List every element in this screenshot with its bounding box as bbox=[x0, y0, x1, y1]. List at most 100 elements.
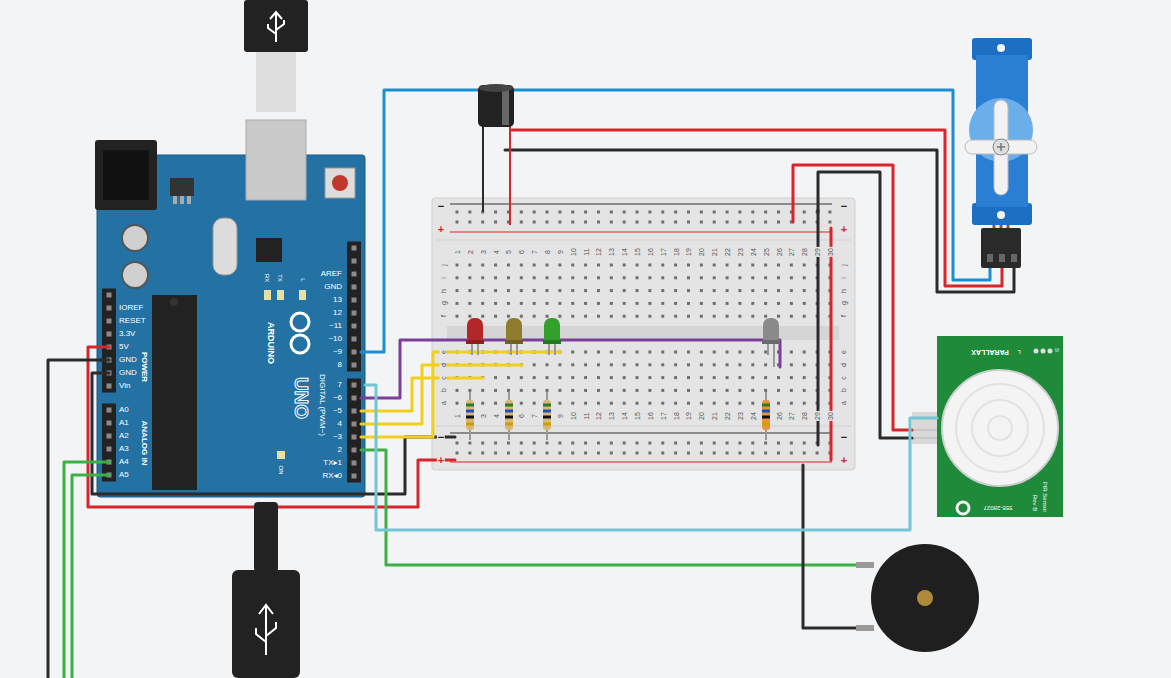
usb-plug bbox=[254, 502, 278, 572]
resistor-band bbox=[466, 423, 770, 426]
pin-label: GND bbox=[119, 369, 137, 377]
rail-sign: − bbox=[437, 201, 445, 212]
row-letter: f bbox=[440, 314, 447, 318]
row-letter: b bbox=[440, 387, 447, 393]
servo-connector-pin bbox=[987, 254, 993, 262]
column-number: 21 bbox=[711, 411, 718, 421]
row-letter: j bbox=[840, 263, 847, 267]
arduino-logo bbox=[291, 335, 309, 353]
row-letter: b bbox=[840, 387, 847, 393]
status-led bbox=[264, 290, 271, 300]
pin-label: IOREF bbox=[119, 304, 143, 312]
pin-label: A5 bbox=[119, 471, 129, 479]
column-number: 22 bbox=[724, 247, 731, 257]
column-number: 7 bbox=[531, 249, 538, 255]
usb-icon bbox=[256, 605, 276, 655]
column-number: 10 bbox=[569, 411, 576, 421]
servo-connector bbox=[981, 228, 1021, 268]
column-number: 26 bbox=[775, 411, 782, 421]
row-letter: d bbox=[840, 362, 847, 368]
pin-header bbox=[347, 242, 361, 372]
column-number: 20 bbox=[698, 411, 705, 421]
rail-sign: + bbox=[437, 455, 445, 466]
pin-label: AREF bbox=[321, 270, 342, 278]
reset-button bbox=[332, 175, 348, 191]
rail-sign: − bbox=[840, 432, 848, 443]
column-number: 22 bbox=[724, 411, 731, 421]
wire-a5 bbox=[72, 475, 109, 678]
pin-header bbox=[102, 289, 116, 393]
reset-button bbox=[325, 168, 355, 198]
arduino-board-drawing bbox=[95, 140, 365, 497]
pin-header bbox=[102, 289, 116, 393]
pin-label: ~3 bbox=[333, 433, 342, 441]
regulator-leg bbox=[173, 196, 177, 204]
row-letter: g bbox=[840, 300, 847, 306]
pin-label: L bbox=[300, 278, 306, 281]
column-number: 24 bbox=[749, 411, 756, 421]
column-number: 4 bbox=[492, 249, 499, 255]
board-capacitor bbox=[122, 225, 148, 251]
pin-label: ~10 bbox=[328, 335, 342, 343]
row-letter: h bbox=[840, 288, 847, 294]
pin-label: 4 bbox=[338, 420, 342, 428]
wire-led bbox=[361, 340, 780, 398]
board-marking: 555-28027 bbox=[984, 505, 1013, 511]
column-number: 16 bbox=[646, 247, 653, 257]
power-jack bbox=[103, 150, 149, 200]
column-number: 13 bbox=[608, 411, 615, 421]
breadboard-holes bbox=[451, 438, 837, 458]
pir-sensor-drawing bbox=[912, 336, 1063, 517]
servo-horn bbox=[994, 100, 1008, 195]
row-letter: d bbox=[440, 362, 447, 368]
column-number: 3 bbox=[479, 249, 486, 255]
column-number: 23 bbox=[736, 247, 743, 257]
wire-a4 bbox=[64, 462, 109, 678]
usb-chip bbox=[256, 238, 282, 262]
breadboard-trench bbox=[447, 326, 839, 340]
column-number: 6 bbox=[518, 249, 525, 255]
power-led bbox=[277, 451, 285, 459]
column-number: 23 bbox=[736, 411, 743, 421]
column-number: 2 bbox=[466, 249, 473, 255]
row-letter: c bbox=[440, 375, 447, 381]
column-number: 18 bbox=[672, 411, 679, 421]
microcontroller-chip bbox=[152, 295, 197, 490]
column-number: 1 bbox=[454, 249, 461, 255]
regulator-leg bbox=[180, 196, 184, 204]
rail-sign: − bbox=[840, 201, 848, 212]
row-letter: i bbox=[840, 276, 847, 280]
board-marking: PARALLAX bbox=[971, 349, 1009, 356]
pin-label: A4 bbox=[119, 458, 129, 466]
pin-label: ANALOG IN bbox=[140, 421, 148, 466]
pir-pad bbox=[1048, 349, 1053, 354]
breadboard-holes bbox=[451, 207, 837, 227]
wire-led bbox=[361, 352, 560, 437]
led-rim bbox=[505, 340, 523, 344]
pin-label: GND bbox=[324, 283, 342, 291]
pin-label: ~11 bbox=[329, 322, 342, 330]
servo-motor bbox=[965, 38, 1037, 268]
buzzer-opening bbox=[917, 590, 933, 606]
pir-sensor-board: PARALLAXLS555-28027PIR SensorRev B bbox=[937, 336, 1063, 517]
regulator bbox=[170, 178, 194, 196]
pin-label: Vin bbox=[119, 382, 130, 390]
usb-cable bbox=[232, 502, 300, 678]
pin-label: RESET bbox=[119, 317, 146, 325]
column-number: 19 bbox=[685, 411, 692, 421]
usb-plug bbox=[244, 0, 308, 52]
row-letter: g bbox=[440, 300, 447, 306]
pin-label: TX▸1 bbox=[323, 459, 342, 467]
led-leg bbox=[472, 343, 774, 367]
pin-label: 3.3V bbox=[119, 330, 135, 338]
pin-label: 5V bbox=[119, 343, 129, 351]
led-gray bbox=[763, 318, 779, 344]
column-number: 27 bbox=[788, 411, 795, 421]
board-marking: L bbox=[1017, 349, 1020, 355]
usb-port bbox=[246, 120, 306, 200]
breadboard bbox=[432, 198, 855, 470]
regulator-leg bbox=[187, 196, 191, 204]
pin-label: GND bbox=[119, 356, 137, 364]
wire-rail-power bbox=[830, 228, 833, 460]
